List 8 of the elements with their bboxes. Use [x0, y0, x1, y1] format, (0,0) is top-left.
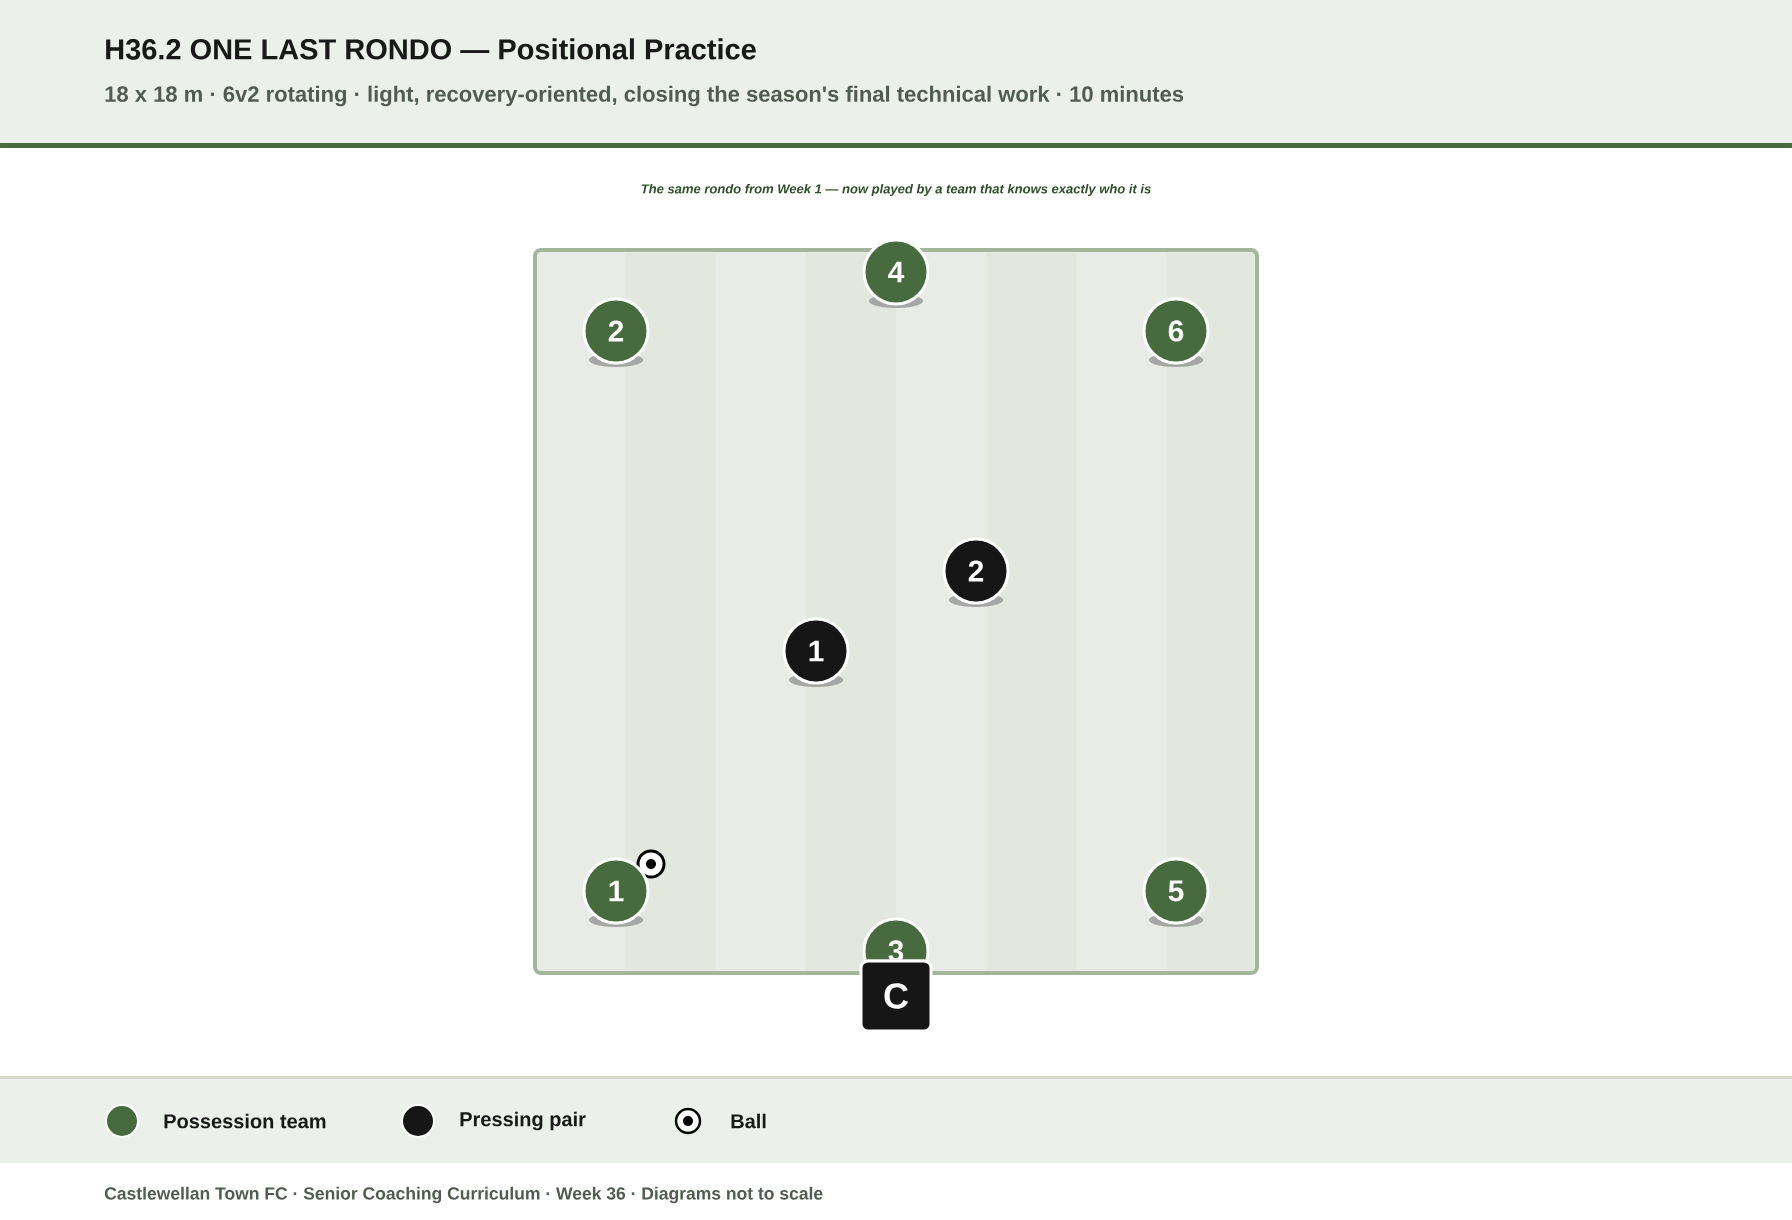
legend-label: Pressing pair — [460, 1111, 586, 1131]
footer-text: Castlewellan Town FC · Senior Coaching Curriculum · Week 36 · Diagrams not to scale — [104, 1186, 823, 1204]
pitch — [533, 248, 1259, 975]
title: H36.2 ONE LAST RONDO — Positional Practice — [106, 38, 756, 60]
subtitle: 18 x 18 m · 6v2 rotating · light, recovery-oriented, closing the season's final technical work · 10 minutes — [105, 85, 1184, 107]
legend-label: Possession team — [164, 1113, 326, 1129]
caption-text: The same rondo from Week 1 — now played by a team that knows exactly who it is — [641, 183, 1151, 197]
legend-label: Ball — [731, 1113, 766, 1129]
